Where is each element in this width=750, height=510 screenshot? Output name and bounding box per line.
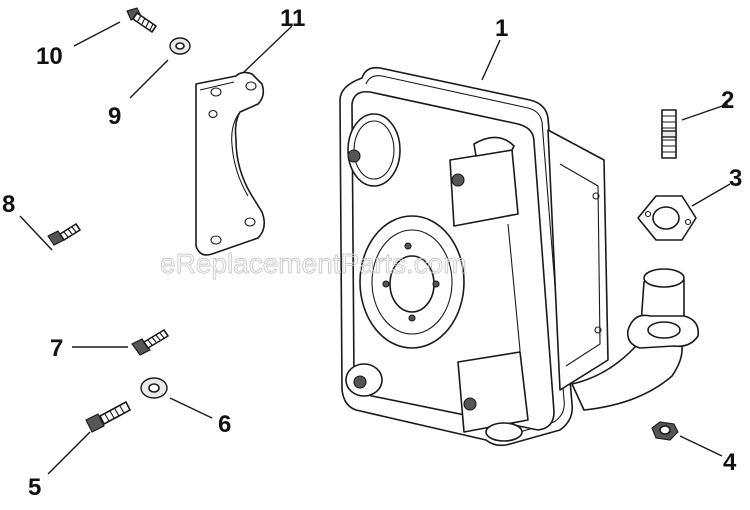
leader-line-5 [47,431,91,475]
leader-line-8 [19,215,53,251]
washer-part-9[interactable] [169,37,191,55]
callout-3[interactable]: 3 [729,165,742,192]
callout-9[interactable]: 9 [108,103,121,130]
callout-2[interactable]: 2 [721,87,734,114]
leader-line-11 [243,25,293,73]
leader-line-4 [679,435,723,457]
bracket-part[interactable] [195,71,266,256]
callout-5[interactable]: 5 [28,474,41,501]
leader-line-1 [481,39,501,81]
callout-4[interactable]: 4 [723,449,737,476]
callout-labels: 1 2 3 4 5 6 7 8 9 10 11 [2,5,742,501]
callout-11[interactable]: 11 [280,5,305,32]
gasket-part-3[interactable] [637,195,697,241]
muffler-part-1[interactable] [339,66,700,447]
washer-part-6[interactable] [140,377,168,399]
leader-line-6 [169,397,213,419]
stud-part-2[interactable] [661,109,677,159]
leader-line-10 [73,21,121,47]
callout-1[interactable]: 1 [495,15,508,42]
leader-line-3 [691,183,731,207]
callout-6[interactable]: 6 [218,411,231,438]
nut-part-4[interactable] [651,421,679,441]
screw-part-7[interactable] [131,329,169,356]
screw-part-5[interactable] [85,401,131,433]
callout-8[interactable]: 8 [2,191,15,218]
leader-lines [19,21,731,475]
callout-7[interactable]: 7 [50,335,63,362]
leader-line-2 [681,103,729,121]
watermark-text: eReplacementParts.com [160,248,467,279]
leader-line-9 [129,59,169,99]
screw-part-10[interactable] [126,7,157,33]
callout-10[interactable]: 10 [36,43,63,70]
screw-part-8[interactable] [47,223,81,246]
